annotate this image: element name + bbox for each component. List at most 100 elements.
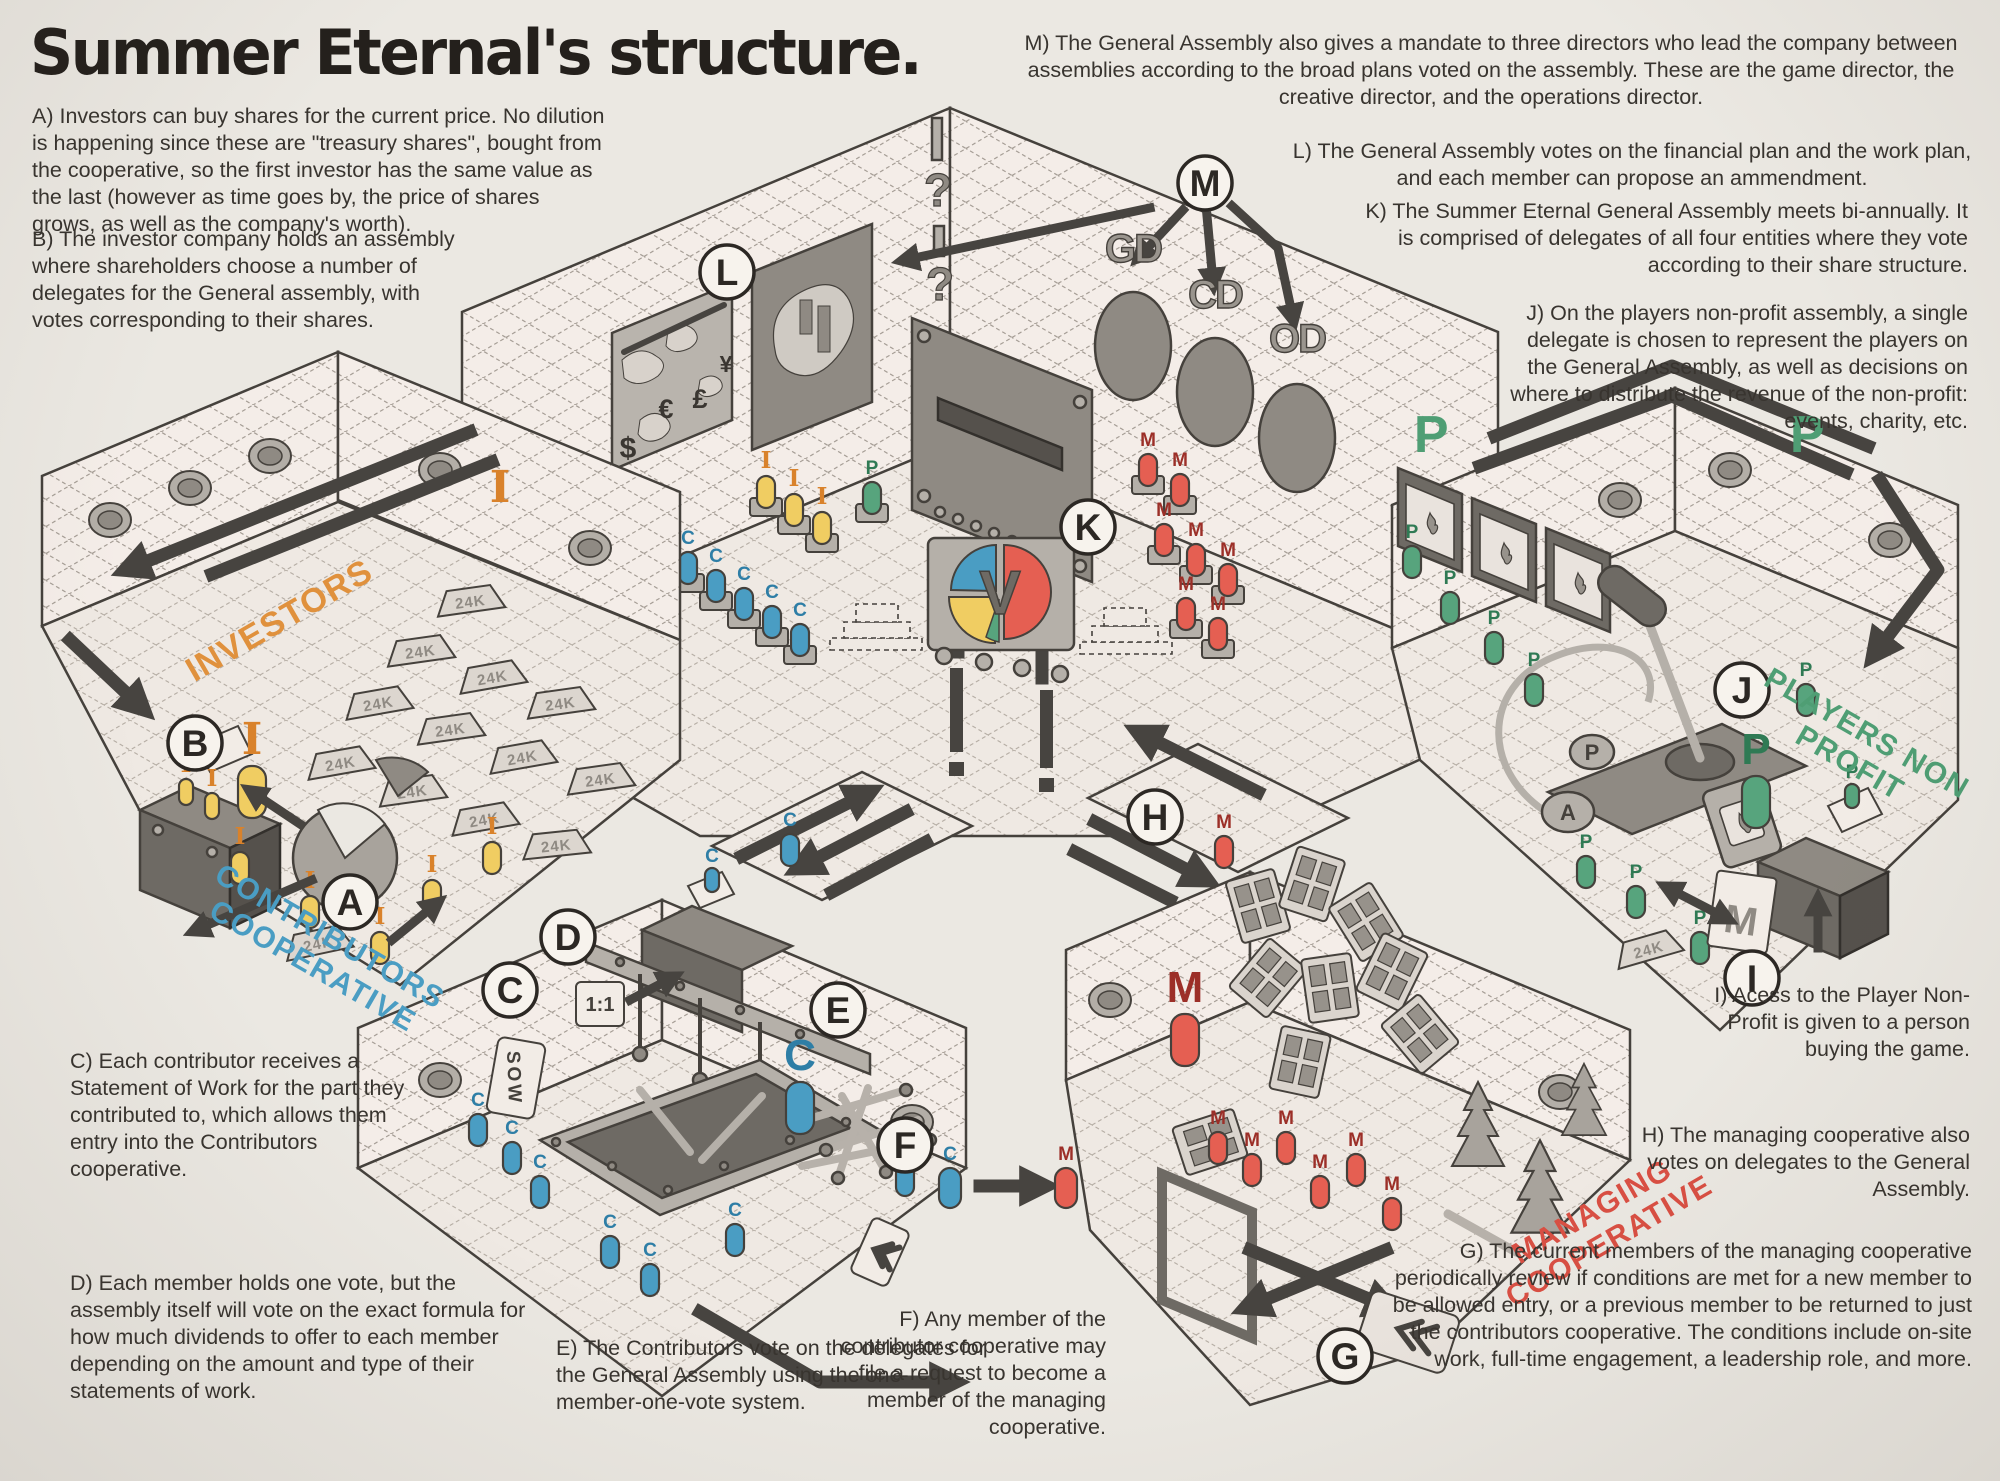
world-map-poster: $ € £ ¥ <box>610 281 734 472</box>
svg-text:C: C <box>497 970 524 1011</box>
manager-figure: M <box>1167 963 1203 1068</box>
note-m: M) The General Assembly also gives a man… <box>1024 31 1958 109</box>
ballot-box: I I <box>136 724 284 930</box>
contributor-figure: C <box>599 1212 621 1270</box>
svg-text:A: A <box>337 882 364 923</box>
svg-text:I: I <box>817 483 828 510</box>
badge-j: J <box>1713 661 1771 719</box>
svg-text:I: I <box>242 714 263 765</box>
svg-text:P: P <box>1800 660 1813 681</box>
contributor-figure: C <box>779 810 801 868</box>
question-banner: ? <box>923 116 953 217</box>
walkway-arrow <box>110 423 479 580</box>
manager-figure: M <box>1345 1130 1367 1188</box>
voting-machine <box>910 316 1094 584</box>
corridor-arrow <box>733 784 885 865</box>
porthole-icon <box>88 502 132 538</box>
svg-text:I: I <box>1747 958 1757 999</box>
svg-text:P: P <box>1406 522 1419 543</box>
player-figure: P <box>1523 650 1545 708</box>
svg-text:L: L <box>716 252 739 293</box>
player-figure: P <box>1689 908 1711 966</box>
note-h: H) The managing cooperative also votes o… <box>1641 1123 1970 1201</box>
gold-bar: 24K <box>1617 929 1686 971</box>
se-corridor: M H <box>1066 724 1351 909</box>
svg-text:P: P <box>1444 568 1457 589</box>
investor-figure: I <box>229 823 251 886</box>
svg-text:M: M <box>1178 574 1194 595</box>
vote-share-podium: V <box>829 536 1173 792</box>
corridor-arrow <box>1066 843 1179 909</box>
corridor-arrow <box>1123 724 1267 801</box>
work-plan-poster <box>750 222 874 452</box>
walkway-arrow <box>1863 471 1945 669</box>
dollar-symbol: $ <box>620 432 637 465</box>
badge-h: H <box>1126 788 1184 846</box>
svg-text:D: D <box>555 917 582 958</box>
svg-text:C: C <box>943 1144 957 1165</box>
note-g: G) The current members of the managing c… <box>1392 1239 1972 1371</box>
investor-figure: I <box>481 813 503 876</box>
investor-figure: I <box>369 903 391 966</box>
svg-text:M: M <box>1172 450 1188 471</box>
note-j: J) On the players non-profit assembly, a… <box>1510 301 1968 433</box>
svg-text:M: M <box>1244 1130 1260 1151</box>
svg-text:24K: 24K <box>434 720 467 741</box>
yen-symbol: ¥ <box>720 351 733 377</box>
svg-text:M: M <box>1210 594 1226 615</box>
svg-text:24K: 24K <box>476 667 509 689</box>
svg-text:C: C <box>783 810 797 831</box>
svg-text:C: C <box>505 1118 519 1139</box>
porthole-icon <box>1708 452 1752 488</box>
player-figure: P <box>1439 568 1461 626</box>
question-mark: ? <box>926 258 954 310</box>
svg-text:E: E <box>826 990 851 1031</box>
svg-text:C: C <box>737 564 751 585</box>
badge-f: F <box>876 1116 934 1174</box>
manager-figure: M <box>1275 1108 1297 1166</box>
general-assembly-hall: $ € £ ¥ ? ? GD C <box>460 106 1500 838</box>
svg-text:24K: 24K <box>544 694 577 715</box>
one-member-one-vote-sign: 1:1 <box>575 981 625 1027</box>
badge-i: I <box>1723 949 1781 1007</box>
svg-text:M: M <box>1220 540 1236 561</box>
sw-corridor: C <box>709 770 975 902</box>
svg-text:C: C <box>793 600 807 621</box>
walkway-arrow <box>203 453 501 583</box>
console-button-a: A <box>1560 800 1576 825</box>
players-room: P P P A P P P P <box>1390 359 1975 1032</box>
note-i: I) Acess to the Player Non-Profit is giv… <box>1714 983 1970 1061</box>
svg-text:C: C <box>784 1031 816 1080</box>
svg-text:P: P <box>1488 608 1501 629</box>
svg-text:24K: 24K <box>540 836 572 856</box>
badge-d: D <box>539 908 597 966</box>
svg-text:OD: OD <box>1269 317 1326 361</box>
players-ballot-box: P <box>1754 762 1892 961</box>
svg-text:M: M <box>1312 1152 1328 1173</box>
checkpoint-plaque <box>850 1217 910 1287</box>
contributor-figure: C <box>724 1200 746 1258</box>
contributor-figure: C <box>639 1240 661 1298</box>
svg-text:M: M <box>1210 1108 1226 1129</box>
svg-text:GD: GD <box>1105 227 1162 271</box>
delegate-benches-right: M M M M M M M <box>1131 430 1245 659</box>
badge-e: E <box>809 981 867 1039</box>
tree-icon <box>1509 1137 1571 1234</box>
corridor-arrow <box>783 803 915 876</box>
manager-figure: M <box>1053 1144 1079 1210</box>
svg-text:C: C <box>533 1152 547 1173</box>
svg-text:M: M <box>1156 500 1172 521</box>
porthole-icon <box>1088 982 1132 1018</box>
managing-room: M M M M M M M MANAGING COOPERATIVE G <box>1064 845 1718 1407</box>
note-d: D) Each member holds one vote, but the a… <box>70 1271 526 1403</box>
svg-text:M: M <box>1278 1108 1294 1129</box>
svg-text:I: I <box>487 813 498 840</box>
log-icon <box>1443 1209 1521 1257</box>
svg-text:M: M <box>1140 430 1156 451</box>
player-wall-letter: P <box>1790 406 1826 464</box>
mandate-arrow <box>890 202 1156 272</box>
review-door <box>1157 1166 1257 1346</box>
exit-chevron-mat <box>1356 1290 1460 1374</box>
svg-text:K: K <box>1075 507 1102 548</box>
